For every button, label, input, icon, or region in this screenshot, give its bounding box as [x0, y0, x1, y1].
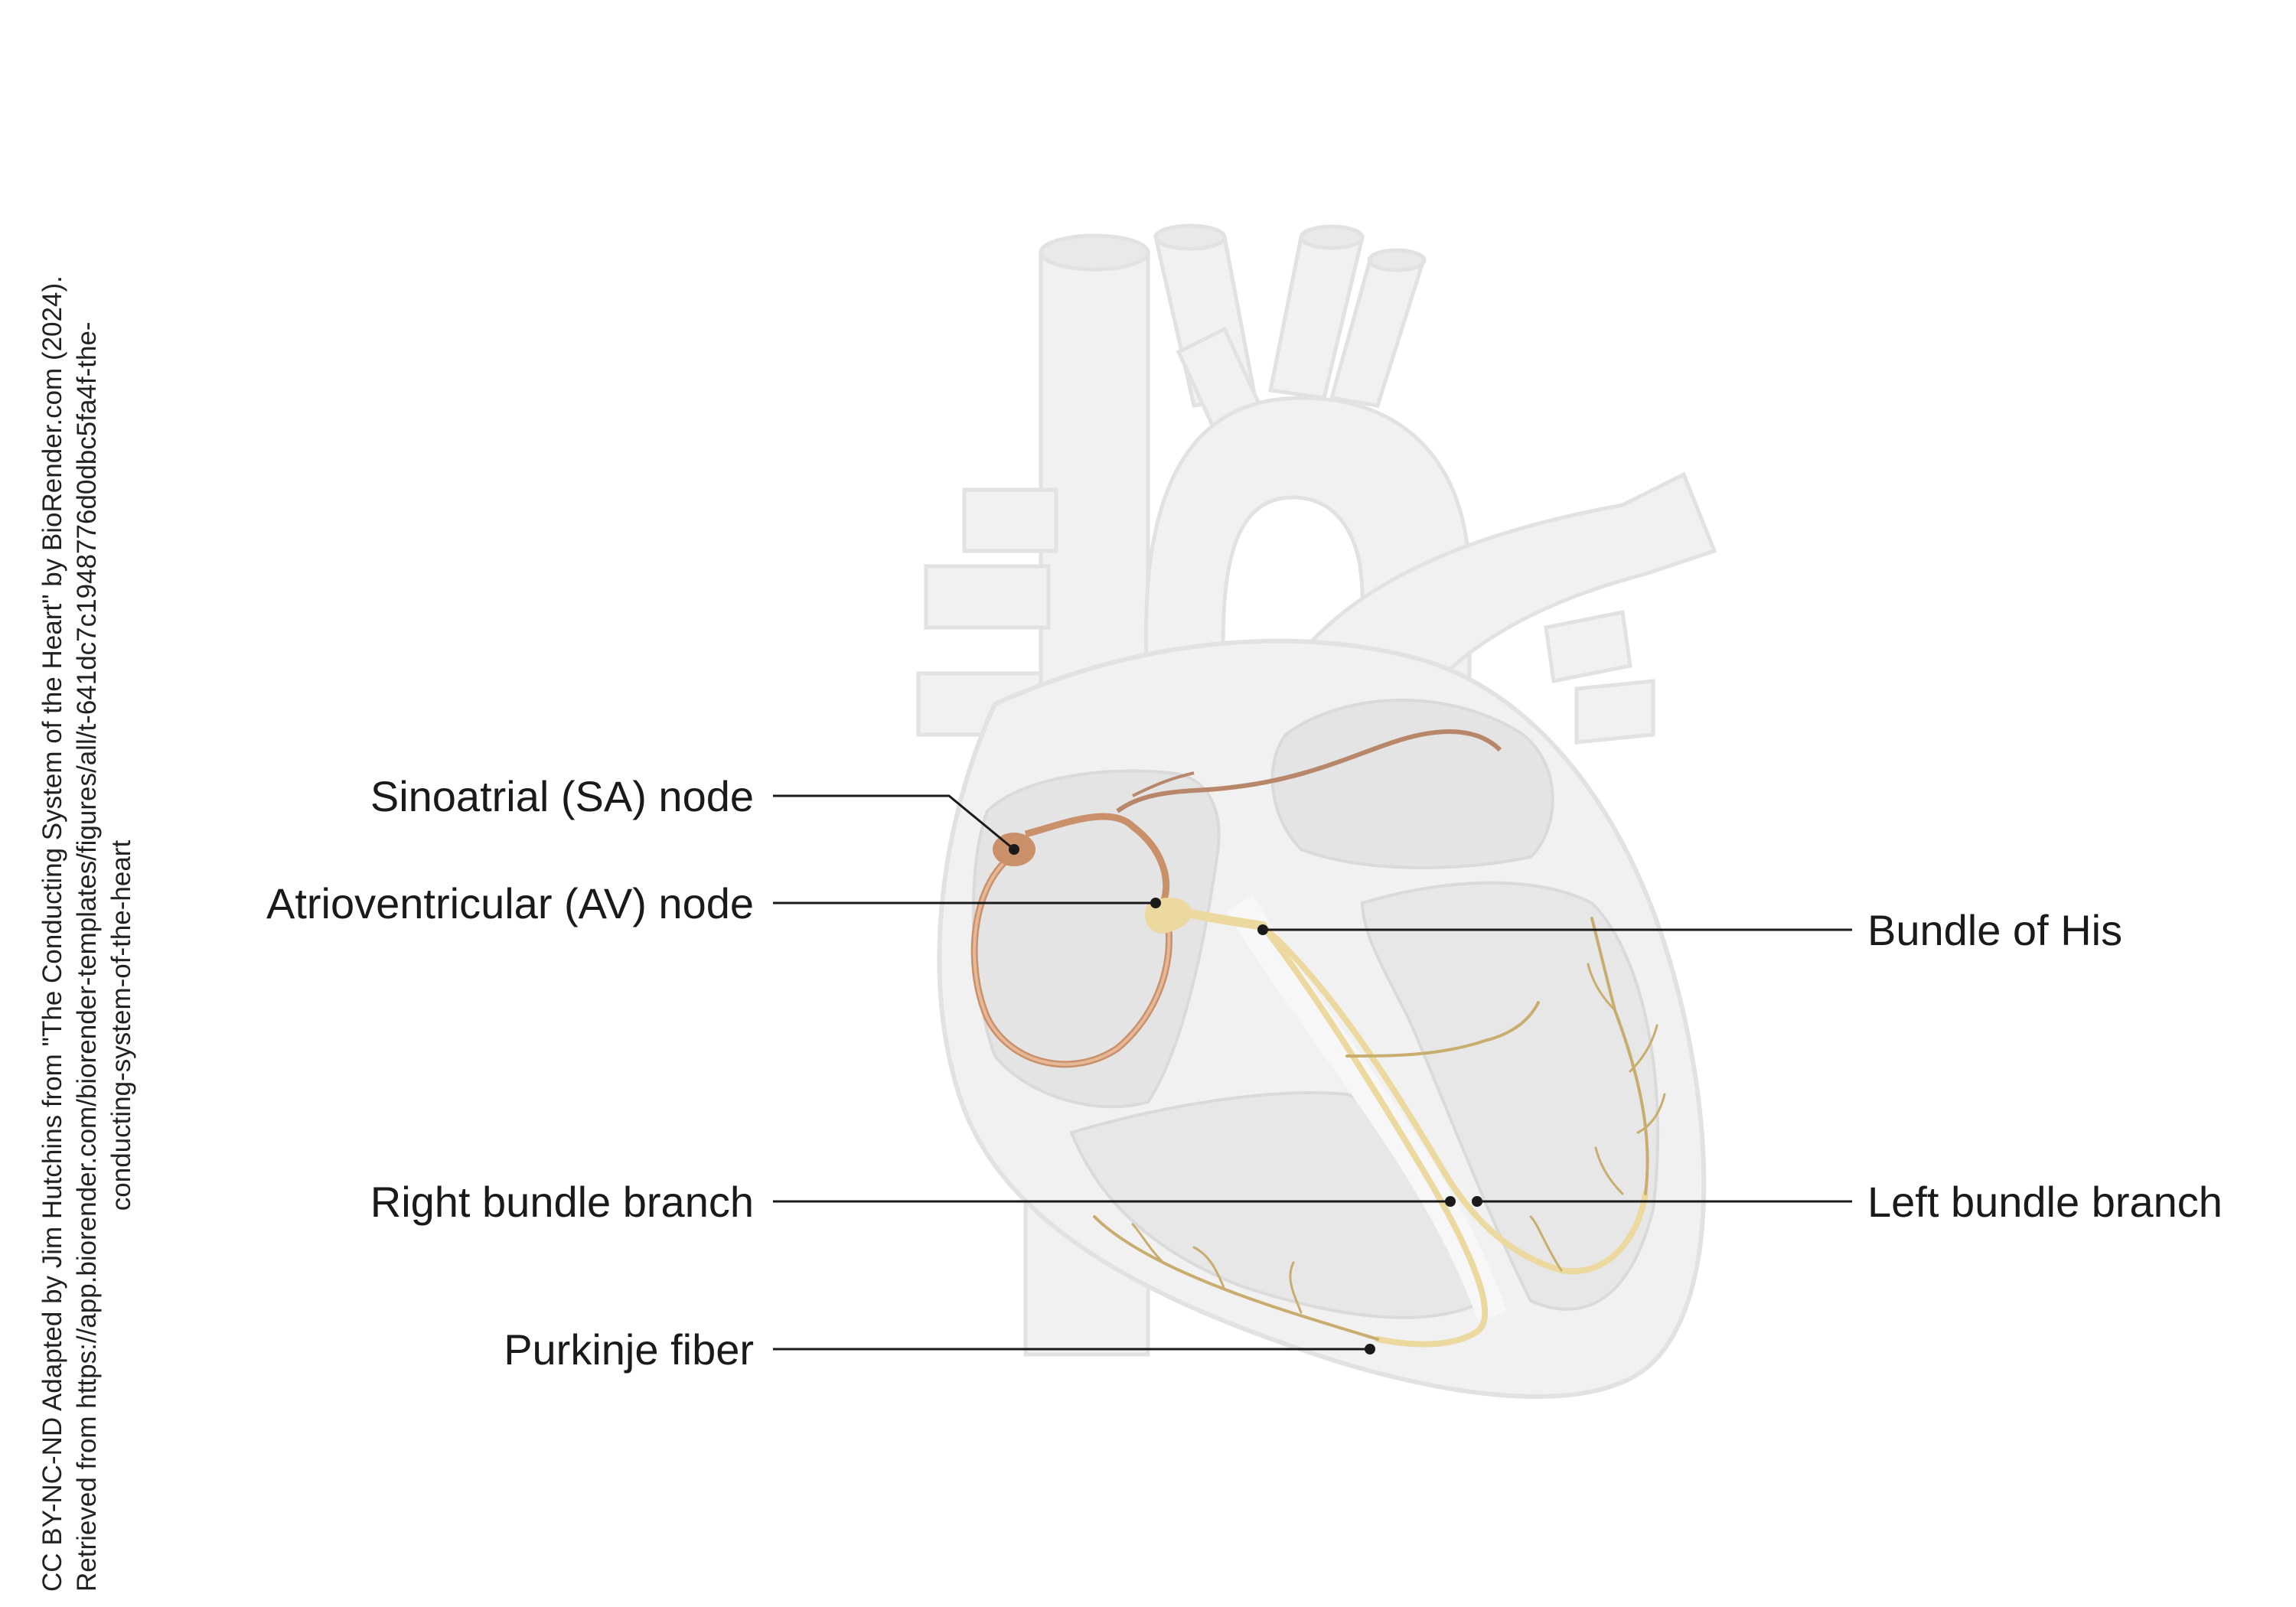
labels: Sinoatrial (SA) node Atrioventricular (A…: [266, 772, 2223, 1374]
credit-block: CC BY-NC-ND Adapted by Jim Hutchins from…: [38, 275, 136, 1592]
purkinje-rv-branch-3: [1131, 1223, 1165, 1264]
left-ventricle: [1360, 881, 1660, 1311]
leader-dot-av-node: [1150, 898, 1161, 908]
purkinje-lateral-branch-4: [1594, 1146, 1624, 1195]
aortic-branch-2-opening: [1299, 224, 1365, 250]
pulmonary-vein-upper-right: [1544, 610, 1632, 683]
label-purkinje-fiber: Purkinje fiber: [504, 1325, 754, 1374]
heart-illustration: [916, 223, 1717, 1399]
leader-dot-sa-node: [1009, 844, 1019, 855]
label-bundle-of-his: Bundle of His: [1867, 906, 2122, 954]
leader-lines: [773, 794, 1852, 1354]
sa-pathway: [970, 729, 1502, 1068]
label-left-bundle-branch: Left bundle branch: [1867, 1178, 2223, 1226]
purkinje-lateral-branch-3: [1636, 1093, 1666, 1134]
leader-dot-right-bundle-branch: [1445, 1196, 1456, 1207]
leader-dot-bundle-of-his: [1257, 924, 1268, 935]
purkinje-lateral-branch-1: [1629, 1024, 1658, 1073]
superior-vena-cava: [1039, 250, 1150, 691]
purkinje-rv-branch-2: [1192, 1246, 1226, 1291]
pulmonary-vein-upper-left: [962, 487, 1058, 553]
leader-sa-node: [773, 794, 1015, 851]
aortic-branch-1-opening: [1153, 223, 1227, 251]
left-atrium: [1270, 699, 1554, 869]
leader-dot-left-bundle-branch: [1472, 1196, 1482, 1207]
internodal-tract-to-av: [1024, 813, 1170, 905]
bundle-of-his-trunk: [1174, 906, 1267, 931]
left-anterior-fascicle: [1345, 1001, 1540, 1058]
svc-opening: [1039, 233, 1150, 272]
purkinje-rv-branch-1: [1289, 1261, 1303, 1314]
aortic-branch-3-opening: [1367, 248, 1427, 272]
pulmonary-vein-mid-left: [924, 564, 1051, 630]
label-sa-node: Sinoatrial (SA) node: [370, 772, 754, 820]
pulmonary-vein-lower-right: [1574, 679, 1655, 745]
purkinje-right-ventricle: [1093, 1215, 1379, 1341]
right-bundle-branch-fiber: [1260, 923, 1489, 1348]
leader-dot-purkinje-fiber: [1365, 1344, 1375, 1354]
credit-line-3: conducting-system-of-the-heart: [106, 840, 136, 1211]
purkinje-lv-apex: [1529, 1215, 1563, 1272]
credit-line-2: Retrieved from https://app.biorender.com…: [72, 321, 102, 1592]
purkinje-lateral-wall: [1590, 917, 1649, 1195]
internodal-loop-inner: [973, 856, 1171, 1066]
bachmann-bundle: [1116, 729, 1502, 813]
left-bundle-branch-fiber: [1260, 923, 1649, 1275]
credit-line-1: CC BY-NC-ND Adapted by Jim Hutchins from…: [38, 275, 67, 1592]
label-right-bundle-branch: Right bundle branch: [370, 1178, 754, 1226]
purkinje-lateral-branch-2: [1587, 963, 1616, 1012]
label-av-node: Atrioventricular (AV) node: [266, 879, 754, 927]
bachmann-bundle-branch: [1132, 771, 1195, 797]
